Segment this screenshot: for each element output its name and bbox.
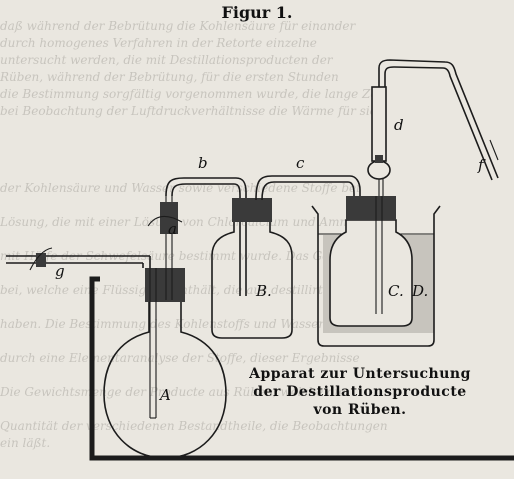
caption-line-3: von Rüben.: [313, 402, 407, 418]
label-bottle-b: B.: [255, 282, 272, 300]
bottle-c: [329, 196, 413, 327]
stand-base: [89, 276, 514, 461]
clamp-a: [160, 202, 178, 234]
stopper-c: [346, 196, 396, 220]
stopper-b: [232, 198, 272, 222]
label-beaker-d: D.: [411, 282, 428, 300]
clamp-g: [36, 253, 46, 267]
tube-b: [147, 177, 247, 296]
stopper-a: [145, 268, 185, 302]
inlet-tube-g: [6, 247, 151, 271]
flask-a: [103, 196, 227, 459]
caption-line-2: der Destillationsproducte: [253, 384, 467, 400]
label-bottle-c: C.: [388, 282, 404, 300]
label-f: f: [477, 156, 486, 174]
label-a: a: [168, 220, 177, 238]
tube-c: [255, 175, 361, 310]
caption-line-1: Apparat zur Untersuchung: [249, 366, 471, 382]
figure-title: Figur 1.: [221, 3, 293, 22]
label-flask-a: A: [158, 386, 171, 404]
bottle-b: [211, 198, 293, 339]
label-d: d: [394, 116, 404, 134]
funnel-d: [367, 59, 499, 196]
label-c: c: [296, 154, 305, 172]
label-b: b: [198, 154, 208, 172]
label-g: g: [55, 262, 65, 280]
